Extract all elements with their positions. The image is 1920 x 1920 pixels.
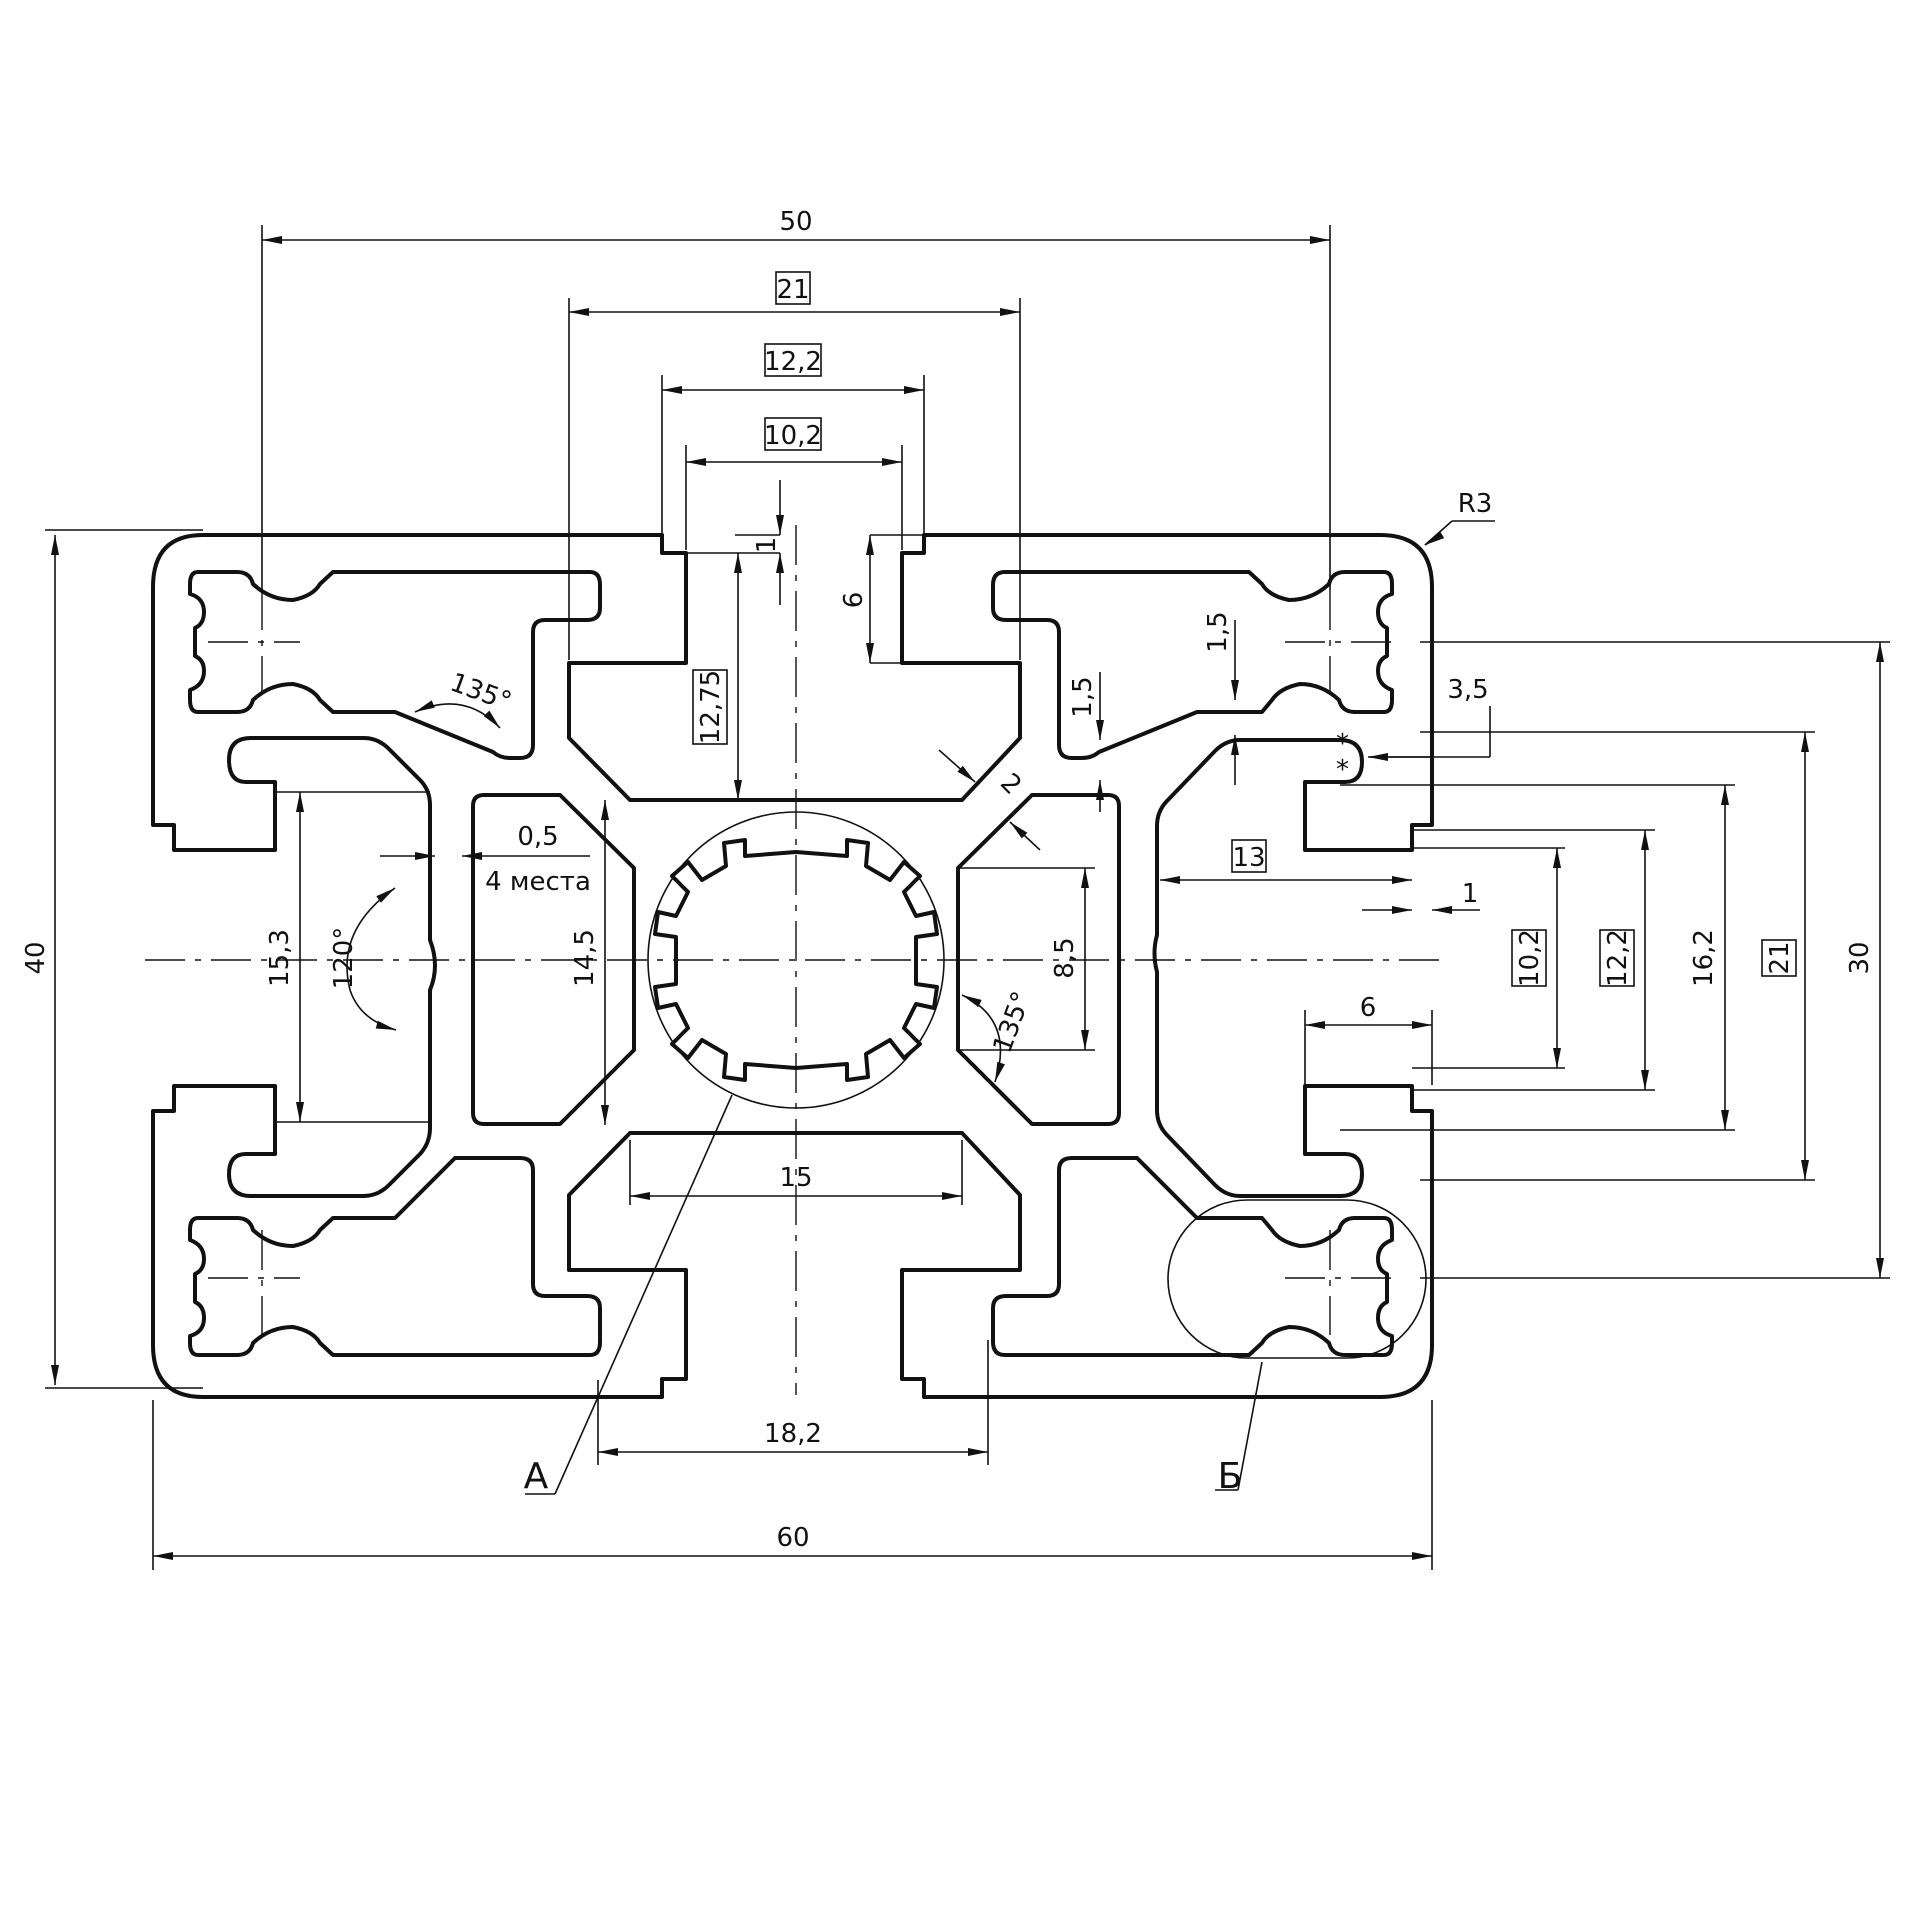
label-right-slot-21: 21 bbox=[1765, 941, 1795, 974]
inner-cavity-left bbox=[471, 793, 636, 1126]
detail-b-outline bbox=[1167, 1199, 1427, 1359]
label-top-slot-basic: 21 bbox=[776, 275, 809, 305]
box-21-right bbox=[1761, 939, 1797, 977]
label-right-1: 1 bbox=[1462, 879, 1479, 909]
label-half-mm: 0,5 bbox=[517, 822, 558, 852]
box-12-2-right bbox=[1599, 929, 1635, 987]
label-top-slot-width-1: 12,2 bbox=[764, 347, 822, 377]
label-right-3-5: 3,5 bbox=[1447, 675, 1488, 705]
slot-cavity-bottom-left bbox=[188, 1156, 602, 1357]
label-top-width: 50 bbox=[779, 207, 812, 237]
label-right-slot-12-2: 12,2 bbox=[1603, 929, 1633, 987]
asterisk-mark-2: * bbox=[1336, 755, 1349, 785]
box-10-2-top bbox=[764, 417, 822, 451]
box-12-2-top bbox=[764, 343, 822, 377]
label-bottom-18-2: 18,2 bbox=[764, 1419, 822, 1449]
label-angle-135-b: 135° bbox=[988, 988, 1038, 1057]
label-top-slot-width-2: 10,2 bbox=[764, 421, 822, 451]
label-left-40: 40 bbox=[21, 941, 51, 974]
label-detail-b: Б bbox=[1218, 1456, 1243, 1497]
label-right-13: 13 bbox=[1232, 843, 1265, 873]
label-radius: R3 bbox=[1458, 489, 1493, 519]
label-inner-15: 15 bbox=[779, 1163, 812, 1193]
label-left-15-3: 15,3 bbox=[265, 929, 295, 987]
label-angle-135-a: 135° bbox=[446, 668, 515, 718]
label-angle-120: 120° bbox=[329, 927, 359, 990]
label-lip-6: 6 bbox=[839, 592, 869, 609]
box-10-2-right bbox=[1511, 929, 1547, 987]
label-inner-8-5: 8,5 bbox=[1050, 937, 1080, 978]
slot-cavity-bottom-right bbox=[991, 1156, 1394, 1357]
slot-cavity-top-left bbox=[188, 570, 602, 760]
box-21-top bbox=[775, 271, 811, 305]
box-13 bbox=[1231, 839, 1267, 873]
inner-cavity-right bbox=[956, 793, 1121, 1126]
label-lip-15-b: 1,5 bbox=[1068, 676, 1098, 717]
label-depth-12-75: 12,75 bbox=[696, 670, 726, 744]
label-right-slot-10-2: 10,2 bbox=[1515, 929, 1545, 987]
label-places: 4 места bbox=[485, 867, 591, 897]
slot-cavity-top-right bbox=[991, 570, 1394, 760]
label-detail-a: А bbox=[524, 1456, 549, 1497]
label-right-6: 6 bbox=[1360, 993, 1377, 1023]
profile-outline bbox=[151, 533, 1434, 1399]
asterisk-mark-1: * bbox=[1336, 729, 1349, 759]
extension-lines bbox=[45, 225, 1890, 1570]
label-right-30: 30 bbox=[1845, 941, 1875, 974]
label-lip-1: 1 bbox=[752, 537, 782, 554]
label-bottom-60: 60 bbox=[776, 1523, 809, 1553]
box-12-75 bbox=[692, 669, 728, 745]
label-chamfer-2: 2 bbox=[994, 768, 1027, 801]
label-inner-14-5: 14,5 bbox=[570, 929, 600, 987]
dimension-lines bbox=[51, 236, 1884, 1560]
label-lip-15-a: 1,5 bbox=[1203, 611, 1233, 652]
label-right-16-2: 16,2 bbox=[1689, 929, 1719, 987]
